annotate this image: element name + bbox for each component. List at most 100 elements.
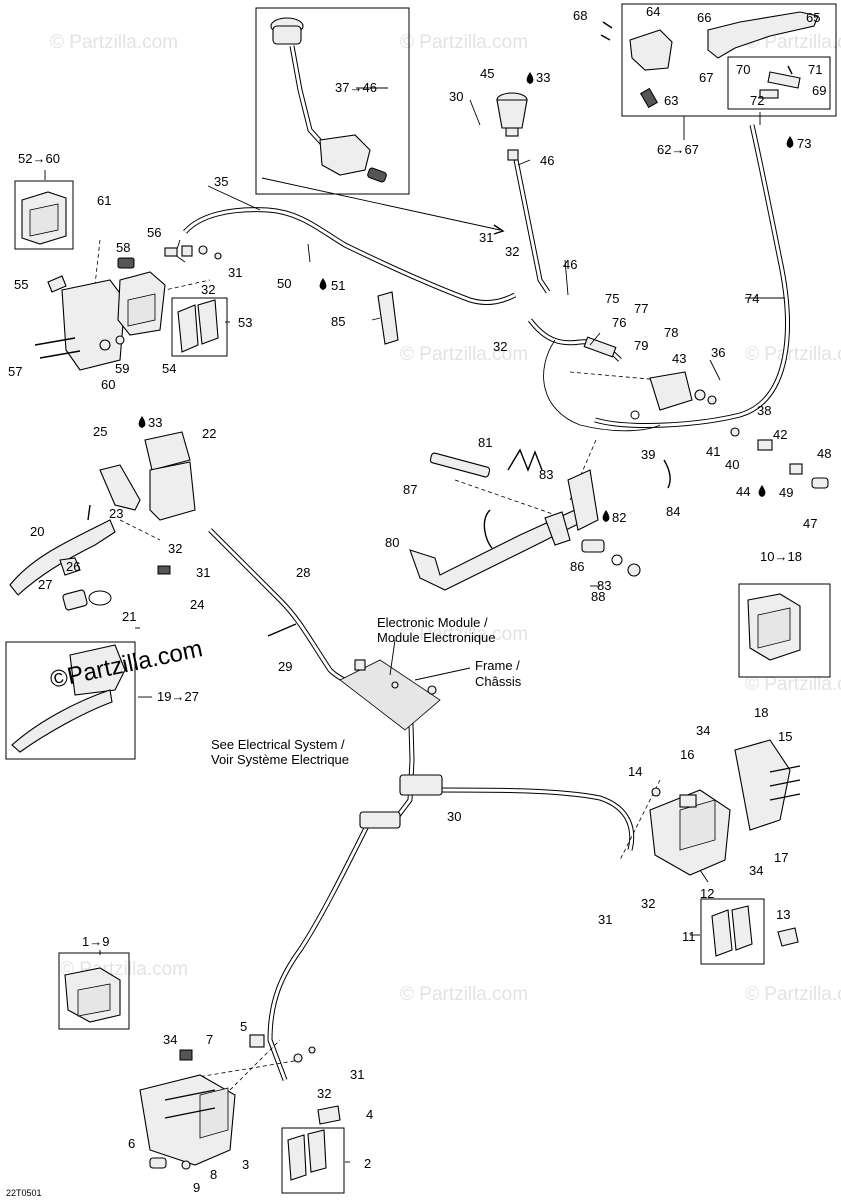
callout: 88 — [591, 589, 605, 604]
callout: 59 — [115, 361, 129, 376]
frame-label: Frame / — [475, 658, 520, 673]
callout: 70 — [736, 62, 750, 77]
range-label: 1→9 — [82, 934, 109, 949]
range-label: 62→67 — [657, 142, 699, 157]
callout: 75 — [605, 291, 619, 306]
front-caliper-1-9 — [64, 967, 341, 1181]
callout: 29 — [278, 659, 292, 674]
callout: 49 — [779, 485, 793, 500]
callout: 57 — [8, 364, 22, 379]
callout: 35 — [214, 174, 228, 189]
callout: 43 — [672, 351, 686, 366]
callout: 61 — [97, 193, 111, 208]
callout: 16 — [680, 747, 694, 762]
callout: 41 — [706, 444, 720, 459]
electronic-module-label: Electronic Module / — [377, 615, 488, 630]
callout: 55 — [14, 277, 28, 292]
callout: 76 — [612, 315, 626, 330]
callout: 72 — [750, 93, 764, 108]
callout: 56 — [147, 225, 161, 240]
callout: 84 — [666, 504, 680, 519]
callout: 66 — [697, 10, 711, 25]
callout: 83 — [597, 578, 611, 593]
diagram-code: 22T0501 — [6, 1188, 42, 1198]
watermark-text: © Partzilla.com — [745, 32, 841, 53]
brake-pedal-assembly — [377, 291, 671, 591]
callout: 26 — [66, 559, 80, 574]
callout: 42 — [773, 427, 787, 442]
callout: 31 — [598, 912, 612, 927]
callout: 65 — [806, 10, 820, 25]
callout: 32 — [168, 541, 182, 556]
callout: 3 — [242, 1157, 249, 1172]
callout: 82 — [612, 510, 626, 525]
watermark-text: © Partzilla.com — [400, 624, 528, 645]
callout: 68 — [573, 8, 587, 23]
callout: 6 — [128, 1136, 135, 1151]
callout: 4 — [366, 1107, 373, 1122]
callout: 25 — [93, 424, 107, 439]
callout: 20 — [30, 524, 44, 539]
callout: 58 — [116, 240, 130, 255]
brake-lines — [89, 124, 790, 1091]
callout: 31 — [228, 265, 242, 280]
callout: 17 — [774, 850, 788, 865]
inset-pads-11 — [700, 898, 765, 965]
callout: 85 — [331, 314, 345, 329]
inset-pads-2 — [281, 1127, 345, 1194]
watermark-text: © Partzilla.com — [400, 344, 528, 365]
callout: 22 — [202, 426, 216, 441]
inset-brake-reservoir — [255, 7, 410, 195]
callout: 67 — [699, 70, 713, 85]
watermark-text: © Partzilla.com — [400, 32, 528, 53]
callout: 8 — [210, 1167, 217, 1182]
inset-rear-caliper — [738, 583, 831, 678]
callout: 27 — [38, 577, 52, 592]
callout: 33 — [536, 70, 550, 85]
hand-lever-inset-drawing — [600, 11, 819, 109]
frame-label: Châssis — [475, 674, 522, 689]
callout: 74 — [745, 291, 759, 306]
callout: 32 — [505, 244, 519, 259]
callout: 28 — [296, 565, 310, 580]
range-labels: 37→46 52→60 62→67 10→18 19→27 1→9 — [18, 80, 802, 949]
callout: 40 — [725, 457, 739, 472]
callout: 48 — [817, 446, 831, 461]
rear-caliper-10-18 — [649, 593, 801, 957]
callout: 60 — [101, 377, 115, 392]
see-electrical-label: Voir Système Electrique — [211, 752, 349, 767]
callout: 54 — [162, 361, 176, 376]
callout: 47 — [803, 516, 817, 531]
callout: 18 — [754, 705, 768, 720]
callout: 73 — [797, 136, 811, 151]
range-label: 19→27 — [157, 689, 199, 704]
range-label: 52→60 — [18, 151, 60, 166]
partzilla-logo: ©Partzilla.com — [48, 635, 205, 694]
fluid-drop-icon — [526, 72, 534, 84]
callout: 87 — [403, 482, 417, 497]
callout: 11 — [682, 929, 696, 944]
callout: 14 — [628, 764, 642, 779]
electronic-module-plate — [267, 623, 441, 731]
callout: 77 — [634, 301, 648, 316]
callout: 45 — [480, 66, 494, 81]
callout: 36 — [711, 345, 725, 360]
watermark-text: © Partzilla.com — [745, 344, 841, 365]
master-cylinder-inset-drawing — [11, 644, 126, 753]
watermark-text: © Partzilla.com — [400, 984, 528, 1005]
inset-front-caliper — [14, 180, 74, 250]
fluid-drop-icon — [319, 278, 327, 290]
callout: 21 — [122, 609, 136, 624]
rear-master-cylinder — [583, 336, 829, 489]
callout: 53 — [238, 315, 252, 330]
callout: 86 — [570, 559, 584, 574]
watermark-text: © Partzilla.com — [745, 984, 841, 1005]
leader-lines — [44, 87, 785, 1163]
callout: 12 — [700, 886, 714, 901]
callout: 80 — [385, 535, 399, 550]
callout: 31 — [196, 565, 210, 580]
see-electrical-label: See Electrical System / — [211, 737, 345, 752]
inset-caliper-1-9 — [58, 952, 130, 1030]
